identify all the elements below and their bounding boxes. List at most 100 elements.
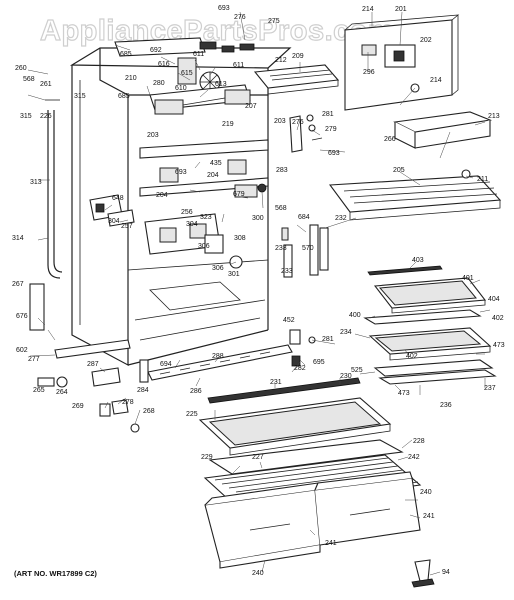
part-label: 278 xyxy=(122,399,134,406)
part-label: 277 xyxy=(28,356,40,363)
control-box-679 xyxy=(144,213,243,269)
part-label: 435 xyxy=(210,160,222,167)
control-housing xyxy=(114,37,255,93)
part-label: 275 xyxy=(268,18,280,25)
part-label: 213 xyxy=(488,113,500,120)
part-label: 613 xyxy=(215,81,227,88)
part-label: 679 xyxy=(233,191,245,198)
drain-tube xyxy=(45,99,63,279)
part-label: 304 xyxy=(108,218,120,225)
part-label: 204 xyxy=(156,192,168,199)
part-label: 227 xyxy=(252,454,264,461)
part-label: 219 xyxy=(222,121,234,128)
part-label: 204 xyxy=(207,172,219,179)
part-label: 94 xyxy=(442,569,450,576)
part-label: 207 xyxy=(245,103,257,110)
part-label: 610 xyxy=(175,85,187,92)
part-label: 404 xyxy=(488,296,500,303)
part-label: 232 xyxy=(335,215,347,222)
part-label: 684 xyxy=(298,214,310,221)
part-label: 616 xyxy=(158,61,170,68)
part-label: 257 xyxy=(121,223,133,230)
part-label: 315 xyxy=(74,93,86,100)
part-label: 473 xyxy=(398,390,410,397)
part-label: 268 xyxy=(143,408,155,415)
part-label: 314 xyxy=(12,235,24,242)
left-components xyxy=(89,194,135,227)
part-label: 304 xyxy=(186,221,198,228)
part-label: 300 xyxy=(252,215,264,222)
part-label: 211 xyxy=(477,176,488,183)
part-label: 201 xyxy=(395,6,407,13)
part-label: 693 xyxy=(175,169,187,176)
watermark-text: AppliancePartsPros.com xyxy=(40,15,394,47)
part-label: 602 xyxy=(16,347,28,354)
part-label: 241 xyxy=(423,513,435,520)
wire-shelf-205 xyxy=(328,169,502,221)
part-label: 568 xyxy=(23,76,35,83)
part-label: 611 xyxy=(233,62,244,69)
part-label: 568 xyxy=(275,205,287,212)
part-label: 323 xyxy=(200,214,212,221)
part-label: 693 xyxy=(328,150,340,157)
part-label: 231 xyxy=(270,379,282,386)
part-label: 214 xyxy=(430,77,442,84)
adjustable-shelf-upper xyxy=(363,265,487,325)
part-label: 284 xyxy=(137,387,149,394)
part-label: 267 xyxy=(12,281,24,288)
part-label: 313 xyxy=(30,179,42,186)
part-label: 570 xyxy=(302,245,314,252)
part-label: 229 xyxy=(201,454,213,461)
leader-lines xyxy=(27,11,491,576)
part-label: 203 xyxy=(147,132,159,139)
part-label: 308 xyxy=(234,235,246,242)
part-label: 212 xyxy=(275,57,287,64)
bottom-left-parts xyxy=(29,283,140,433)
part-label: 615 xyxy=(181,70,193,77)
part-label: 226 xyxy=(40,113,52,120)
damper-assembly xyxy=(149,84,251,115)
art-number: (ART NO. WR17899 C2) xyxy=(14,569,97,578)
part-label: 240 xyxy=(252,570,264,577)
part-label: 301 xyxy=(228,271,240,278)
part-label: 280 xyxy=(153,80,165,87)
part-label: 233 xyxy=(275,245,287,252)
part-label: 525 xyxy=(351,367,363,374)
part-label: 676 xyxy=(16,313,28,320)
part-label: 234 xyxy=(340,329,352,336)
part-label: 279 xyxy=(325,126,337,133)
part-label: 685 xyxy=(118,93,130,100)
adjustable-shelf-lower xyxy=(368,327,497,385)
part-label: 241 xyxy=(325,540,337,547)
part-label: 230 xyxy=(340,373,352,380)
part-label: 281 xyxy=(322,111,334,118)
part-label: 283 xyxy=(276,167,288,174)
part-label: 286 xyxy=(190,388,202,395)
part-label: 228 xyxy=(413,438,425,445)
evaporator-cover xyxy=(344,14,460,111)
air-duct-212 xyxy=(253,64,340,95)
part-label: 264 xyxy=(56,389,68,396)
part-label: 260 xyxy=(15,65,27,72)
shelf-rails xyxy=(139,139,269,198)
part-label: 692 xyxy=(150,47,162,54)
part-label: 242 xyxy=(408,454,420,461)
part-label: 209 xyxy=(292,53,304,60)
part-label: 685 xyxy=(120,51,132,58)
part-label: 287 xyxy=(87,361,99,368)
part-label: 240 xyxy=(420,489,432,496)
part-label: 400 xyxy=(349,312,361,319)
part-label: 265 xyxy=(33,387,45,394)
part-label: 266 xyxy=(384,136,396,143)
part-label: 276 xyxy=(292,119,304,126)
part-label: 402 xyxy=(492,315,504,322)
leveling-leg xyxy=(411,559,435,588)
part-label: 202 xyxy=(420,37,432,44)
crisper-cover-frame xyxy=(198,377,392,456)
part-label: 282 xyxy=(294,365,306,372)
part-label: 203 xyxy=(274,118,286,125)
rear-clips xyxy=(289,329,316,367)
part-label: 256 xyxy=(181,209,193,216)
part-label: 306 xyxy=(212,265,224,272)
